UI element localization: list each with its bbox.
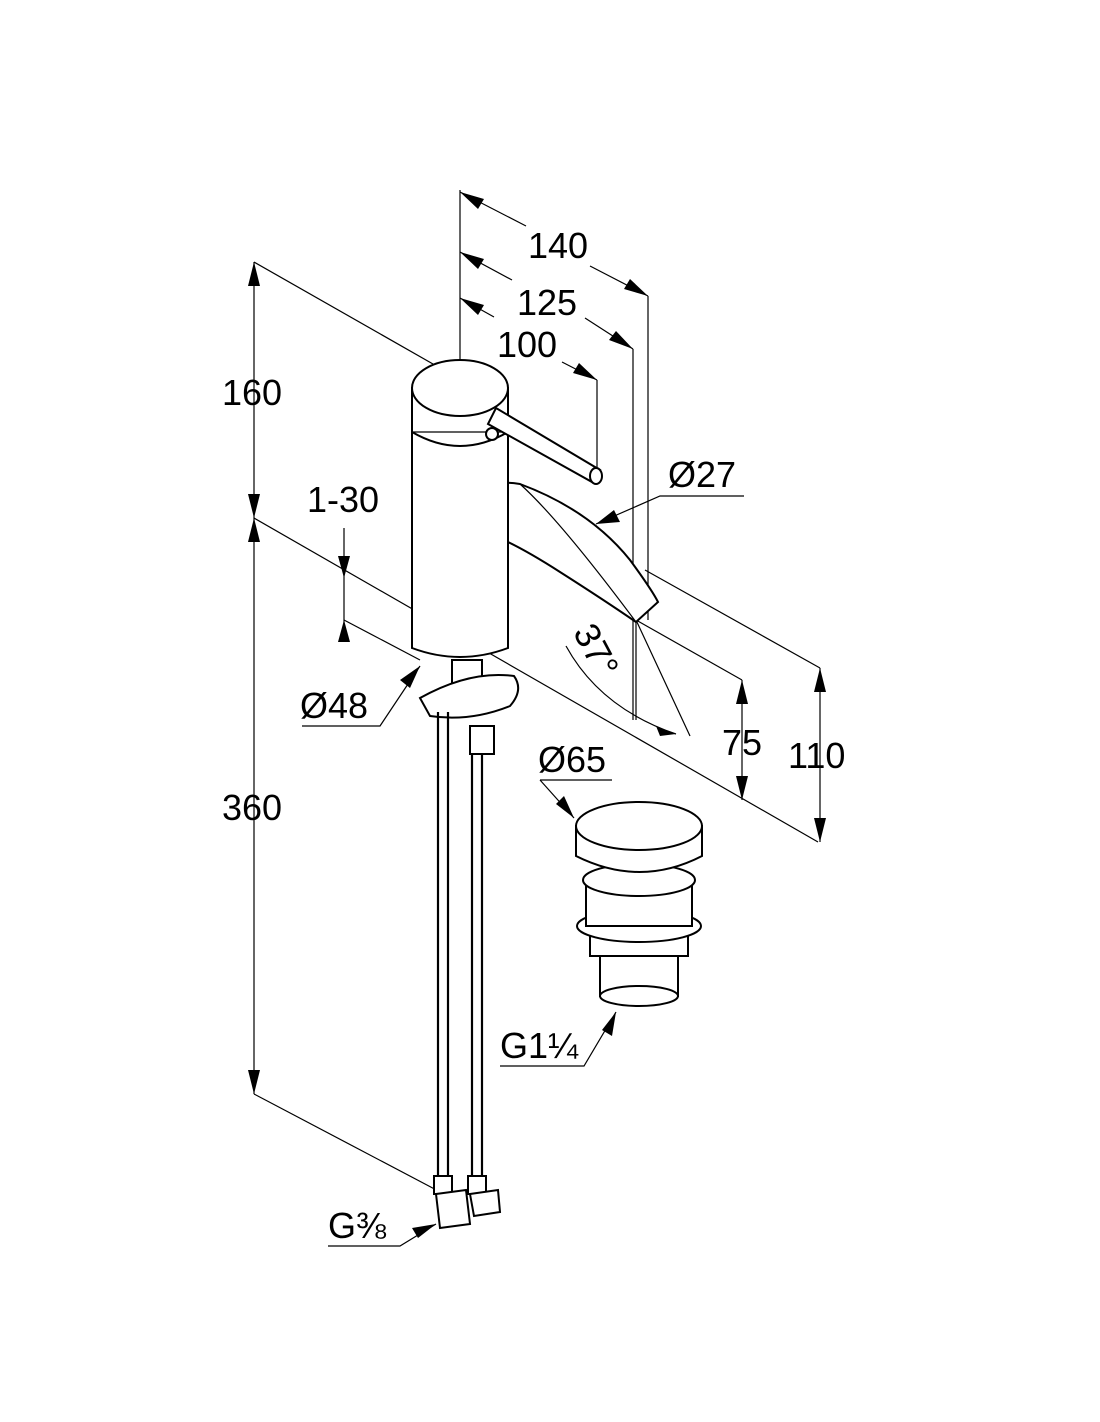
dim-360-label: 360 — [222, 787, 282, 828]
lever-tip — [589, 467, 603, 485]
dim-diameter-48-label: Ø48 — [300, 685, 368, 726]
dim-diameter-27-label: Ø27 — [668, 454, 736, 495]
lever-pivot — [485, 427, 499, 441]
ext-line-75-top — [635, 619, 743, 681]
dim-100-label: 100 — [497, 324, 557, 365]
spout-edge-line — [519, 483, 637, 623]
hose-nut-right — [468, 1188, 502, 1218]
faucet-top-face — [411, 359, 509, 417]
leader-diameter-48 — [302, 665, 421, 727]
deck-plane-line — [253, 517, 819, 843]
dim-1-30-label: 1-30 — [307, 479, 379, 520]
mounting-bracket — [418, 673, 520, 719]
dim-diameter-65-label: Ø65 — [538, 739, 606, 780]
dim-125-label: 125 — [517, 282, 577, 323]
waste-thread-bottom — [599, 985, 679, 1007]
faucet-body — [411, 359, 660, 658]
hose-nut-left — [434, 1188, 472, 1230]
faucet-cylinder — [411, 429, 509, 658]
dim-160-label: 160 — [222, 372, 282, 413]
leader-diameter-27 — [595, 495, 744, 525]
ext-line-360-bottom — [253, 1093, 445, 1195]
thread-g3-8-label: G⅜ — [328, 1205, 387, 1246]
mounting-set — [418, 659, 520, 1230]
ext-line-110-top — [644, 569, 821, 669]
pop-up-waste — [575, 801, 703, 1007]
ext-line-160-top — [253, 261, 441, 369]
angle-leg-37 — [635, 619, 691, 737]
dim-140-label: 140 — [528, 225, 588, 266]
ext-line-1-30 — [343, 619, 421, 661]
thread-g1-1-4-label: G1¼ — [500, 1025, 579, 1066]
waste-plug-top — [575, 801, 703, 851]
mounting-nut — [469, 725, 495, 755]
dim-angle-37-label: 37° — [565, 617, 627, 684]
arrowheads — [248, 192, 826, 1238]
dim-110-label: 110 — [788, 735, 845, 776]
